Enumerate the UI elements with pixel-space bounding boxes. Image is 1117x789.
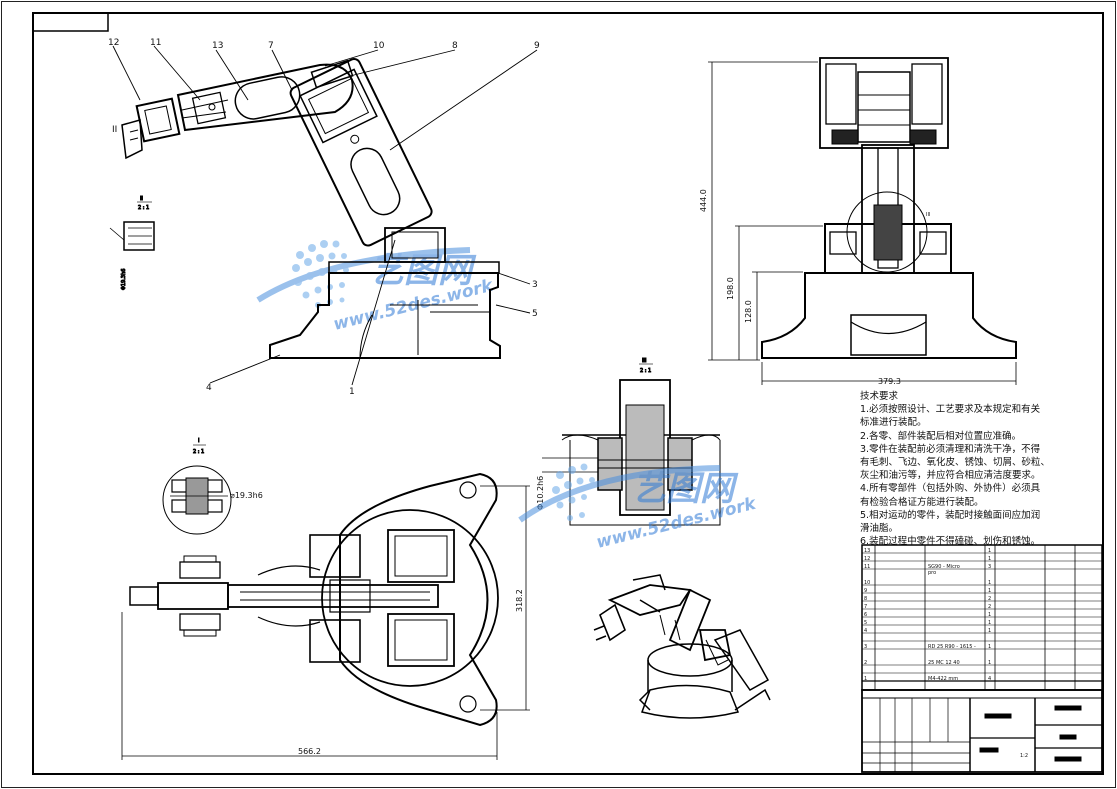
dim-height-mid: 198.0 <box>726 277 735 300</box>
bom-quantity: 2 <box>988 604 991 610</box>
detail-II-scale: 2 : 1 <box>138 205 149 211</box>
bom-item-number: 4 <box>864 628 867 634</box>
title-block <box>861 689 1103 773</box>
bom-quantity: 1 <box>988 588 991 594</box>
bom-item-number: 3 <box>864 644 867 650</box>
requirement-line: 有检验合格证方能进行装配。 <box>860 496 984 508</box>
callout-12: 12 <box>108 38 119 48</box>
front-view <box>121 57 501 359</box>
callout-11: 11 <box>150 38 161 48</box>
requirement-line: 2.各零、部件装配后相对位置应准确。 <box>860 430 1022 442</box>
requirements-title: 技术要求 <box>860 391 899 402</box>
detail-I-id: I <box>198 438 199 444</box>
requirement-line: 5.相对运动的零件，装配时接触面间应加润 <box>860 509 1041 521</box>
bom-spec: RD 25 R90 - 1615 - <box>928 644 976 650</box>
isometric-view <box>593 574 771 719</box>
requirement-line: 标准进行装配。 <box>860 417 927 429</box>
bom-table <box>861 544 1103 691</box>
requirement-line: 滑油脂。 <box>860 523 899 535</box>
corner-tag-box <box>32 12 109 32</box>
bom-part-name-2: pro <box>928 570 936 576</box>
bom-quantity: 1 <box>988 628 991 634</box>
bom-part-name: SG90 - Micro <box>928 564 960 570</box>
bom-part-name: M4-422 mm <box>928 676 958 682</box>
dim-width-side: 379.3 <box>878 377 901 386</box>
dim-width-top: 566.2 <box>298 747 321 756</box>
side-view <box>761 57 1017 359</box>
bom-item-number: 2 <box>864 660 867 666</box>
bom-item-number: 12 <box>864 556 870 562</box>
bom-item-number: 5 <box>864 620 867 626</box>
callout-8: 8 <box>452 41 458 51</box>
bom-quantity: 3 <box>988 564 991 570</box>
bom-spec: 25 MC 12 40 <box>928 660 960 666</box>
watermark-logo-2: 艺图网 www.52des.work <box>518 463 759 553</box>
mark-III: III <box>926 212 930 218</box>
detail-III-id: III <box>642 358 646 364</box>
bom-quantity: 1 <box>988 620 991 626</box>
dim-height-base: 128.0 <box>744 300 753 323</box>
detail-I-scale: 2 : 1 <box>193 449 204 455</box>
requirement-line: 灰尘和油污等，并应符合相应清洁度要求。 <box>860 470 1041 482</box>
bom-quantity: 1 <box>988 548 991 554</box>
callout-4: 4 <box>206 383 212 393</box>
requirement-line: 有毛刺、飞边、氧化皮、锈蚀、切屑、砂粒、 <box>860 457 1051 469</box>
dim-height-total: 444.0 <box>699 189 708 212</box>
title-scale: 1:2 <box>1020 753 1028 759</box>
detail-II: II 2 : 1 Φ19.3h6 <box>109 196 155 291</box>
top-dimension-lines <box>121 485 530 760</box>
detail-I: I 2 : 1 <box>162 438 232 535</box>
technical-requirements: 技术要求 1.必须按照设计、工艺要求及本规定和有关 标准进行装配。 2.各零、部… <box>860 390 1060 548</box>
bom-quantity: 4 <box>988 676 991 682</box>
bom-item-number: 1 <box>864 676 867 682</box>
bom-item-number: 7 <box>864 604 867 610</box>
dim-depth-top: 318.2 <box>515 589 524 612</box>
small-fit-III: Φ10.2h6 <box>536 476 545 510</box>
inner-frame <box>32 12 1104 775</box>
bom-quantity: 2 <box>988 596 991 602</box>
shaft-fit-I: ⌀19.3h6 <box>230 491 263 500</box>
callout-9: 9 <box>534 41 540 51</box>
watermark-cn-2: 艺图网 <box>632 469 739 509</box>
bom-item-number: 6 <box>864 612 867 618</box>
detail-II-id: II <box>140 196 143 202</box>
bom-item-number: 9 <box>864 588 867 594</box>
side-dimension-lines <box>708 61 1017 385</box>
leader-lines <box>112 45 538 386</box>
bom-item-number: 11 <box>864 564 870 570</box>
watermark-logo-1: 艺图网 www.52des.work <box>256 240 496 335</box>
bom-item-number: 10 <box>864 580 870 586</box>
callout-numbers: 12 11 13 7 10 8 9 1 4 3 5 II <box>108 38 540 397</box>
bom-item-number: 13 <box>864 548 870 554</box>
top-view <box>129 472 499 727</box>
bom-quantity: 1 <box>988 612 991 618</box>
detail-III-scale: 2 : 1 <box>640 368 651 374</box>
mark-II: II <box>112 125 117 135</box>
requirement-line: 6.装配过程中零件不得磕碰、划伤和锈蚀。 <box>860 536 1041 548</box>
requirement-line: 1.必须按照设计、工艺要求及本规定和有关 <box>860 404 1041 416</box>
requirement-line: 4.所有零部件（包括外购、外协件）必须具 <box>860 483 1041 495</box>
callout-10: 10 <box>373 41 385 51</box>
callout-13: 13 <box>212 41 223 51</box>
bom-quantity: 1 <box>988 660 991 666</box>
bom-item-number: 8 <box>864 596 867 602</box>
bom-quantity: 1 <box>988 556 991 562</box>
requirement-line: 3.零件在装配前必须清理和清洗干净，不得 <box>860 443 1041 455</box>
shaft-fit-II: Φ19.3h6 <box>121 269 127 290</box>
bom-quantity: 1 <box>988 580 991 586</box>
callout-3: 3 <box>532 280 538 290</box>
bom-quantity: 1 <box>988 644 991 650</box>
callout-1: 1 <box>349 387 355 397</box>
callout-7: 7 <box>268 41 274 51</box>
callout-5: 5 <box>532 309 538 319</box>
